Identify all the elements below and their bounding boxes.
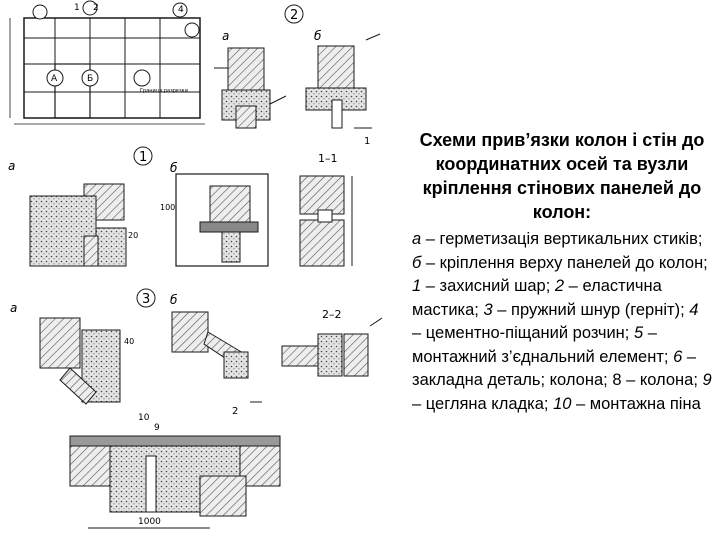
detail-3b: б 2	[170, 293, 262, 417]
detail-1b-label: б	[170, 161, 178, 175]
technical-drawing: 1 2 4 А Б Граница разрезки 2 а б 1 1 а 2…	[8, 0, 383, 529]
plan-axis-bubbles	[32, 0, 200, 87]
section-number-3: 3	[142, 292, 150, 307]
legend-text: захисний шар;	[439, 277, 555, 295]
legend-sep: –	[421, 277, 440, 295]
section-title-1-1: 1–1	[318, 152, 338, 165]
legend-key: а	[412, 230, 422, 248]
plan-axis-mark-b: Б	[87, 74, 93, 84]
section-number-1: 1	[139, 150, 147, 165]
legend-text: кріплення верху панелей до колон;	[439, 253, 708, 272]
legend-sep: –	[421, 230, 440, 248]
legend-text: монтажний з’єднальний елемент;	[412, 347, 674, 366]
cut-mark-1: 1	[364, 136, 370, 147]
legend-key: 6	[673, 347, 683, 366]
legend-sep: –	[492, 300, 512, 319]
legend-text: монтажна піна	[589, 394, 701, 413]
cut-mark-2: 2	[232, 406, 238, 417]
detail-3b-label: б	[170, 293, 178, 307]
legend-sep: –	[421, 253, 440, 272]
legend-key: 2	[554, 277, 565, 295]
detail-2-2: 2–2	[281, 308, 383, 377]
legend-key: 3	[483, 300, 493, 319]
legend-key: 5	[633, 324, 644, 342]
detail-1-1: 1–1	[299, 152, 353, 267]
legend-sep: –	[564, 277, 583, 295]
detail-bottom-callout-10: 10	[138, 413, 150, 423]
plan-callout-4: 4	[178, 5, 184, 15]
detail-2a: а	[214, 29, 287, 129]
legend-key: 4	[689, 300, 699, 319]
caption-legend: а – герметизація вертикальних стиків; б …	[412, 228, 712, 416]
detail-1b: б 100	[160, 161, 269, 267]
legend-sep: –	[643, 324, 657, 342]
section-title-2-2: 2–2	[322, 308, 342, 321]
legend-text: цегляна кладка;	[425, 394, 554, 413]
legend-text: колона; 8 – колона;	[549, 371, 703, 389]
legend-key: 1	[412, 277, 422, 295]
section-number-1-circle	[133, 146, 153, 166]
legend-text: цементно-піщаний розчин;	[425, 324, 634, 342]
detail-bottom-callout-9: 9	[154, 423, 160, 433]
plan-axis-mark-a: А	[51, 74, 58, 84]
detail-1a: а 20	[8, 159, 138, 267]
plan-note: Граница разрезки	[140, 88, 188, 94]
caption-title: Схеми прив’язки колон і стін до координа…	[419, 130, 705, 222]
detail-1b-dim: 100	[160, 203, 175, 212]
detail-bottom: 1000 9 10	[69, 413, 281, 529]
detail-3a-dim: 40	[124, 337, 134, 346]
section-number-2-circle	[284, 4, 304, 24]
detail-bottom-dim: 1000	[138, 517, 161, 527]
figure-caption: Схеми прив’язки колон і стін до координа…	[412, 128, 712, 416]
plan-callout-1: 1	[74, 3, 80, 13]
detail-3a: а 40	[10, 301, 134, 405]
detail-3a-label: а	[10, 301, 17, 315]
detail-1a-dim: 20	[128, 231, 138, 240]
plan-grid	[9, 17, 205, 125]
legend-key: б	[412, 253, 422, 272]
legend-sep: –	[571, 394, 590, 413]
section-number-2: 2	[290, 8, 298, 23]
legend-text: герметизація вертикальних стиків;	[439, 230, 703, 248]
legend-sep: –	[412, 394, 426, 413]
detail-1a-label: а	[8, 159, 15, 173]
legend-text: закладна деталь;	[412, 371, 550, 389]
detail-2b-label: б	[314, 29, 322, 43]
detail-2b: б 1	[305, 29, 381, 147]
legend-key: 10	[553, 394, 572, 413]
legend-text: еластична мастика;	[412, 277, 662, 319]
detail-2a-label: а	[222, 29, 229, 43]
section-number-3-circle	[136, 288, 156, 308]
legend-sep: –	[682, 347, 697, 366]
legend-text: пружний шнур (герніт);	[511, 300, 690, 319]
legend-sep: –	[412, 324, 426, 342]
legend-key: 9	[702, 371, 712, 389]
plan-callout-2: 2	[93, 3, 99, 13]
